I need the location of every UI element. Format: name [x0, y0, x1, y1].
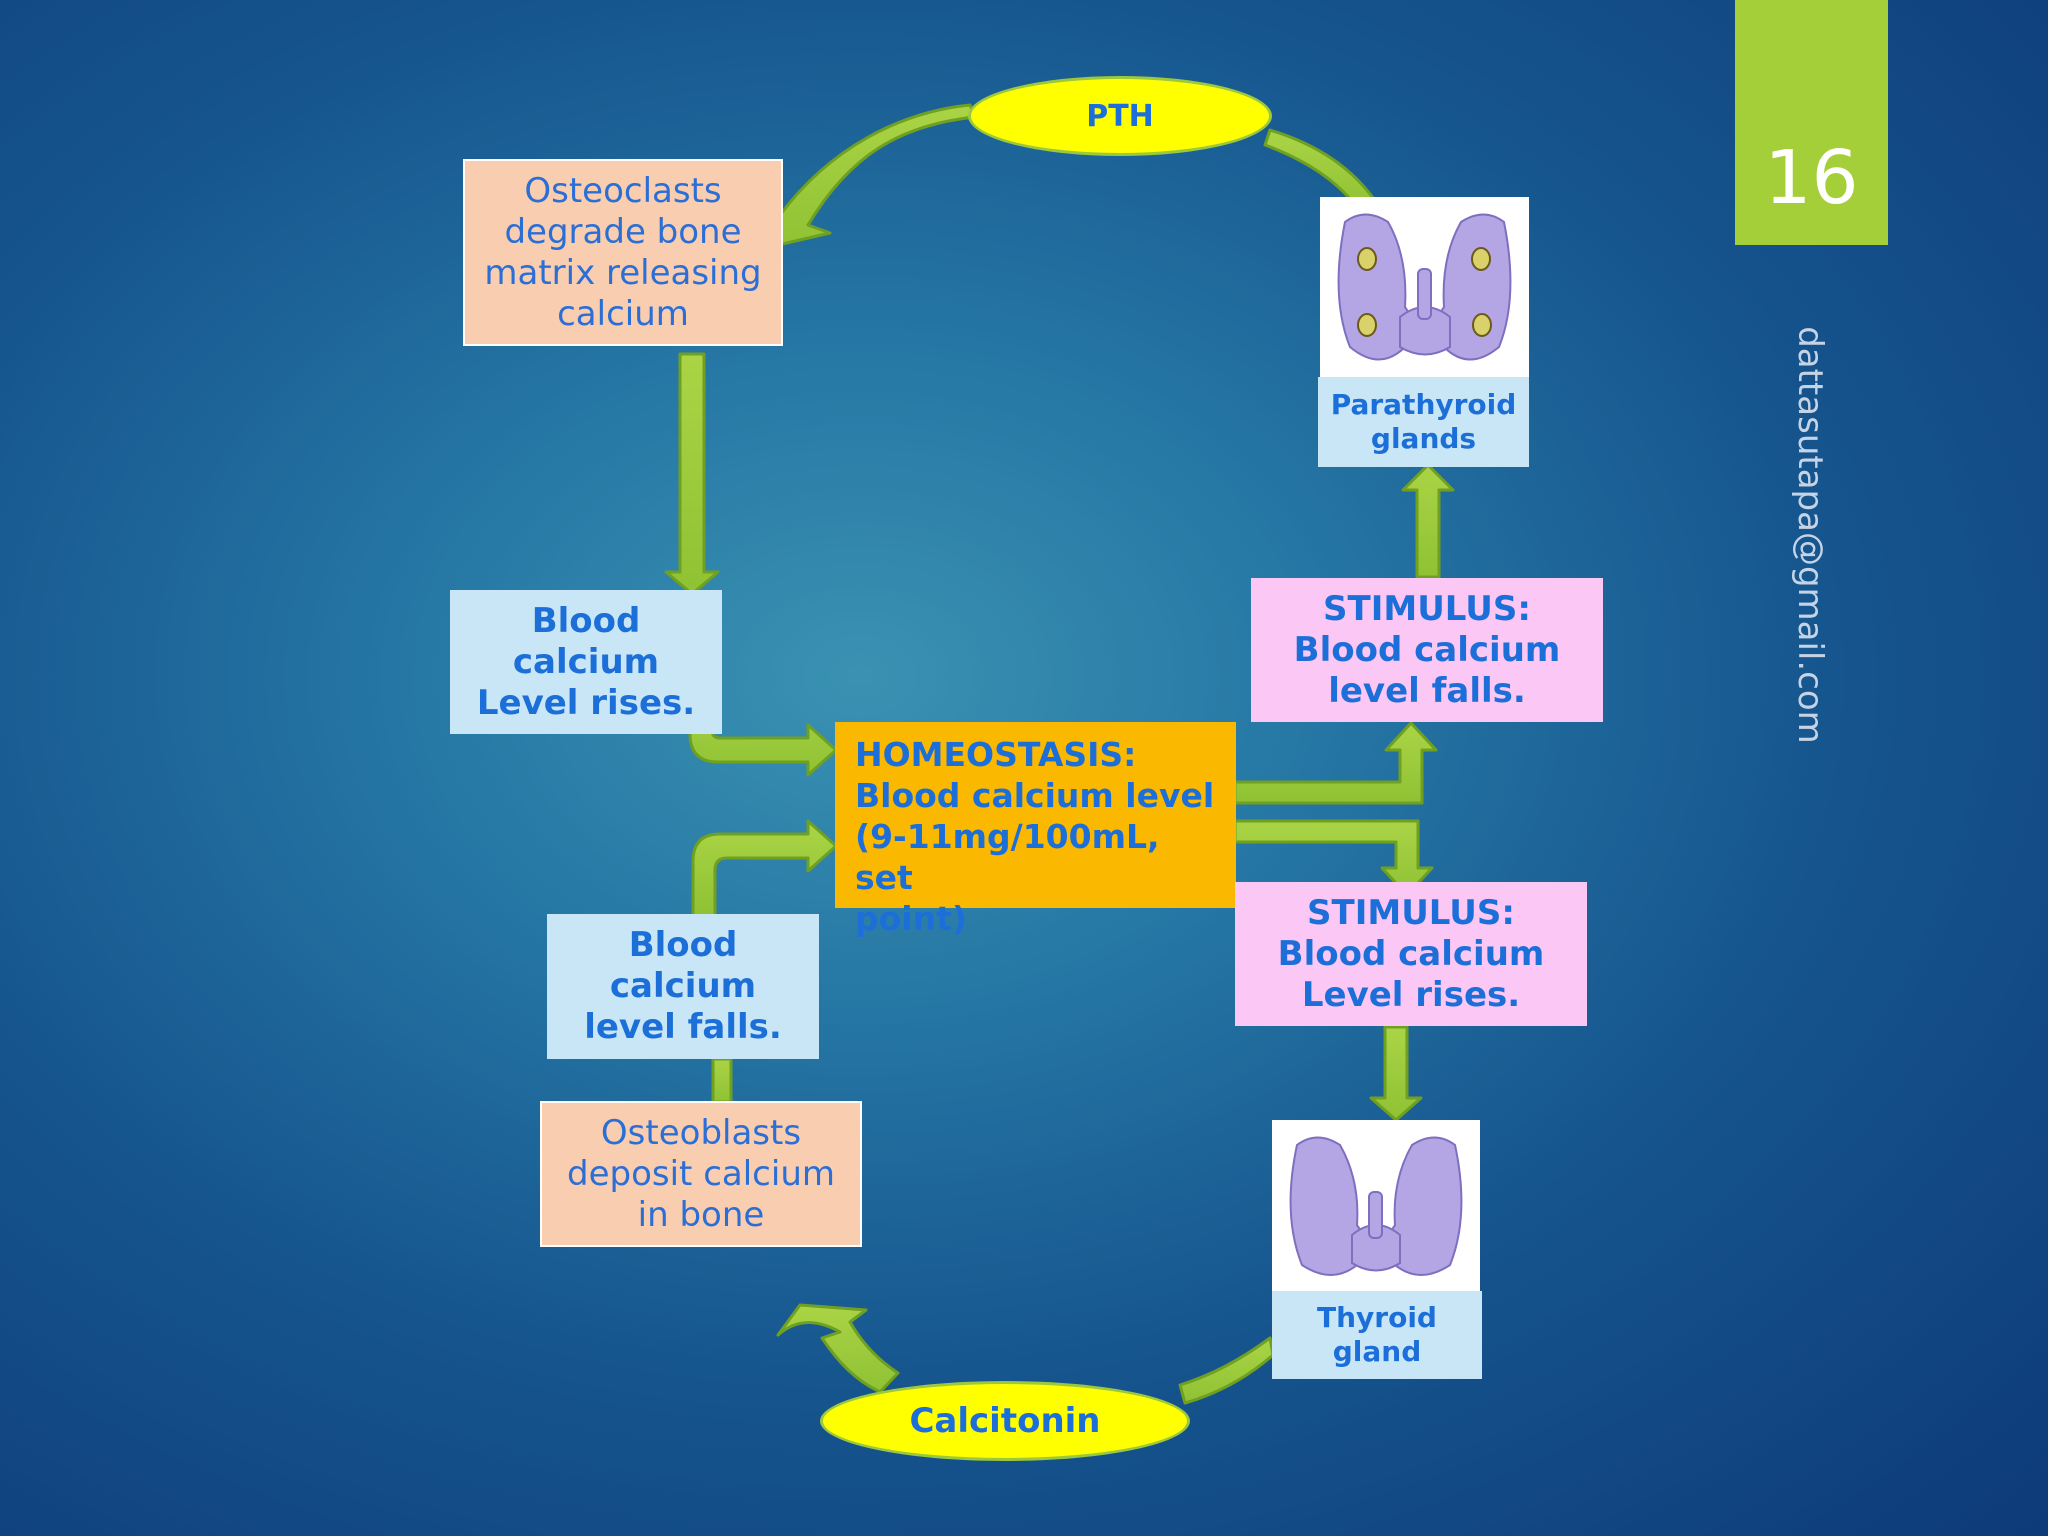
blood-calcium-rises-box: Blood calcium Level rises.: [450, 590, 722, 734]
stimulus-falls-box: STIMULUS: Blood calcium level falls.: [1251, 578, 1603, 722]
thyroid-gland-icon: [1289, 1136, 1463, 1276]
parathyroid-label: Parathyroid glands: [1330, 388, 1517, 455]
parathyroid-label-box: Parathyroid glands: [1318, 377, 1529, 467]
arrow-homeostasis-to-stimulus-rises: [1233, 819, 1434, 897]
slide-number-tab: 16: [1735, 0, 1888, 245]
arrow-stimulus-to-thyroid: [1369, 1025, 1423, 1122]
blood-calcium-rises-text: Blood calcium Level rises.: [476, 600, 696, 723]
parathyroid-gland-icon: [1337, 213, 1512, 361]
blood-calcium-falls-text: Blood calcium level falls.: [584, 925, 782, 1047]
osteoblasts-text: Osteoblasts deposit calcium in bone: [567, 1112, 835, 1235]
arrow-osteoclasts-to-blood-rises: [664, 352, 720, 596]
stimulus-rises-box: STIMULUS: Blood calcium Level rises.: [1235, 882, 1587, 1026]
stimulus-falls-text: STIMULUS: Blood calcium level falls.: [1293, 588, 1561, 711]
stimulus-rises-text: STIMULUS: Blood calcium Level rises.: [1277, 892, 1545, 1015]
slide-number: 16: [1764, 134, 1859, 221]
osteoclasts-box: Osteoclasts degrade bone matrix releasin…: [463, 159, 783, 346]
homeostasis-box: HOMEOSTASIS: Blood calcium level (9-11mg…: [835, 722, 1236, 938]
parathyroid-image-frame: [1320, 197, 1529, 377]
arc-arrow-pth-to-osteoclasts: [758, 103, 977, 250]
arc-arrow-calcitonin-to-osteoblasts: [776, 1303, 900, 1394]
osteoblasts-box: Osteoblasts deposit calcium in bone: [540, 1101, 862, 1247]
blood-calcium-falls-box: Blood calcium level falls.: [547, 914, 819, 1059]
homeostasis-text: HOMEOSTASIS: Blood calcium level (9-11mg…: [855, 735, 1215, 938]
pth-label: PTH: [1086, 98, 1154, 134]
calcitonin-label: Calcitonin: [909, 1401, 1101, 1441]
connector-osteoblasts-to-blood-falls: [711, 1057, 733, 1104]
calcitonin-hormone-oval: Calcitonin: [820, 1381, 1190, 1461]
thyroid-label-box: Thyroid gland: [1272, 1291, 1482, 1379]
arrow-blood-falls-to-homeostasis: [691, 819, 838, 918]
watermark-email: dattasutapa@gmail.com: [1790, 326, 1830, 744]
arrow-stimulus-to-parathyroid: [1401, 463, 1455, 579]
pth-hormone-oval: PTH: [968, 76, 1272, 156]
thyroid-image-frame: [1272, 1120, 1480, 1291]
osteoclasts-text: Osteoclasts degrade bone matrix releasin…: [484, 170, 762, 334]
arrow-homeostasis-to-stimulus-falls: [1233, 721, 1438, 805]
thyroid-label: Thyroid gland: [1317, 1301, 1437, 1368]
arc-thyroid-to-calcitonin: [1178, 1336, 1275, 1405]
